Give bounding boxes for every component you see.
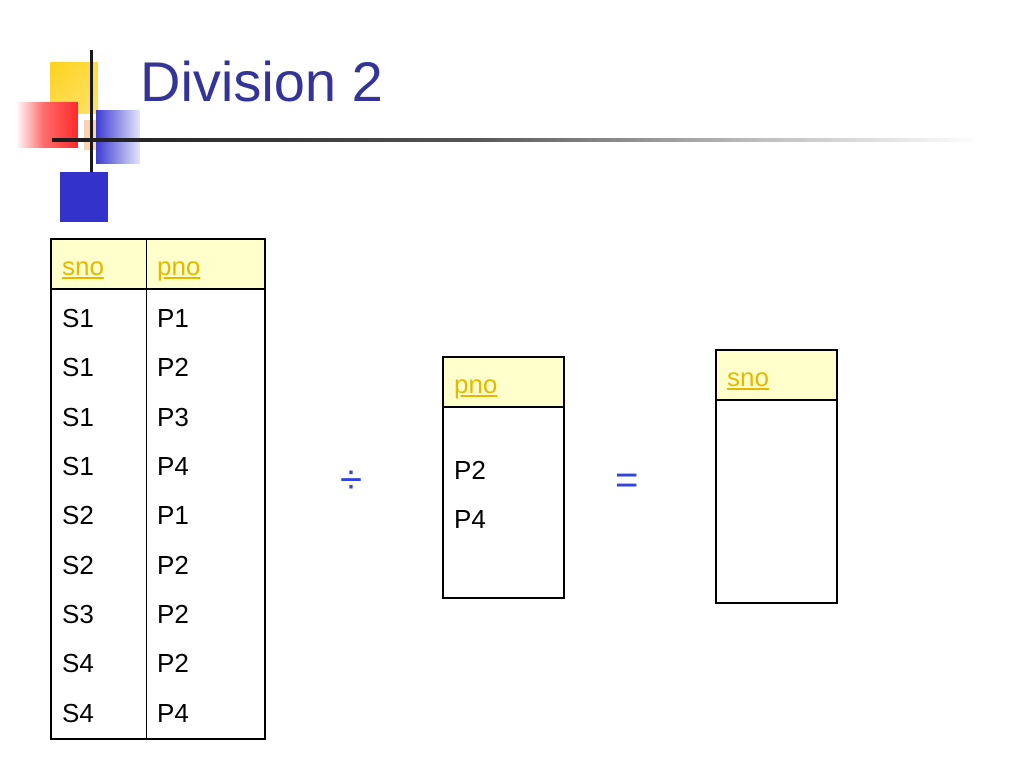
divide-operator: ÷ xyxy=(340,458,362,502)
dividend-cell-pno: P3 xyxy=(157,401,189,432)
dividend-cell-sno: S4 xyxy=(51,639,147,689)
dividend-header-sno: sno xyxy=(51,239,147,290)
divisor-values: P2 P4 xyxy=(443,407,564,598)
dividend-cell-sno: S2 xyxy=(51,540,147,590)
dividend-cell-pno: P4 xyxy=(157,697,189,728)
dividend-cell-pno: P2 xyxy=(157,352,189,383)
result-header-row: sno xyxy=(716,350,837,401)
dividend-cell-sno: S3 xyxy=(51,589,147,640)
decor-blue-square xyxy=(60,172,108,222)
divisor-header-pno: pno xyxy=(443,357,564,408)
dividend-cell-pno: P1 xyxy=(157,500,189,531)
dividend-cell-sno: S2 xyxy=(51,491,147,541)
dividend-cell-pno: P4 xyxy=(157,451,189,482)
table-row: S4 P2 xyxy=(51,639,265,689)
dividend-cell-sno: S1 xyxy=(51,343,147,393)
dividend-header-pno: pno xyxy=(146,239,265,290)
dividend-cell-pno: P2 xyxy=(157,648,189,679)
dividend-cell-sno: S1 xyxy=(51,441,147,492)
divisor-table: pno P2 P4 xyxy=(442,356,565,599)
dividend-cell-pno: P1 xyxy=(157,303,189,334)
table-row: S1 P2 xyxy=(51,343,265,393)
table-row: S4 P4 xyxy=(51,688,265,739)
table-row: S2 P1 xyxy=(51,491,265,541)
decor-blue-gradient-square xyxy=(96,110,140,164)
list-item: P4 xyxy=(454,504,486,534)
table-row: S1 P1 xyxy=(51,289,265,344)
divisor-header-row: pno xyxy=(443,357,564,408)
dividend-cell-sno: S1 xyxy=(51,392,147,442)
table-row: S2 P2 xyxy=(51,540,265,590)
result-header-sno: sno xyxy=(716,350,837,401)
dividend-cell-pno: P2 xyxy=(157,549,189,580)
slide-title: Division 2 xyxy=(140,50,383,113)
dividend-table: sno pno S1 P1 S1 P2 S1 P3 S1 P4 S2 xyxy=(50,238,266,740)
decor-vertical-line xyxy=(90,50,93,172)
table-row: S1 P4 xyxy=(51,441,265,492)
result-table: sno xyxy=(715,349,838,604)
result-empty-cell xyxy=(716,400,837,603)
table-row: S1 P3 xyxy=(51,392,265,442)
table-row: S3 P2 xyxy=(51,589,265,640)
dividend-cell-pno: P2 xyxy=(157,598,189,629)
result-body-row xyxy=(716,400,837,603)
list-item: P2 xyxy=(454,455,486,485)
dividend-header-row: sno pno xyxy=(51,239,265,290)
divisor-body-row: P2 P4 xyxy=(443,407,564,598)
dividend-cell-sno: S4 xyxy=(51,688,147,739)
title-underline xyxy=(52,138,982,142)
equals-operator: = xyxy=(615,458,639,502)
dividend-cell-sno: S1 xyxy=(51,289,147,344)
